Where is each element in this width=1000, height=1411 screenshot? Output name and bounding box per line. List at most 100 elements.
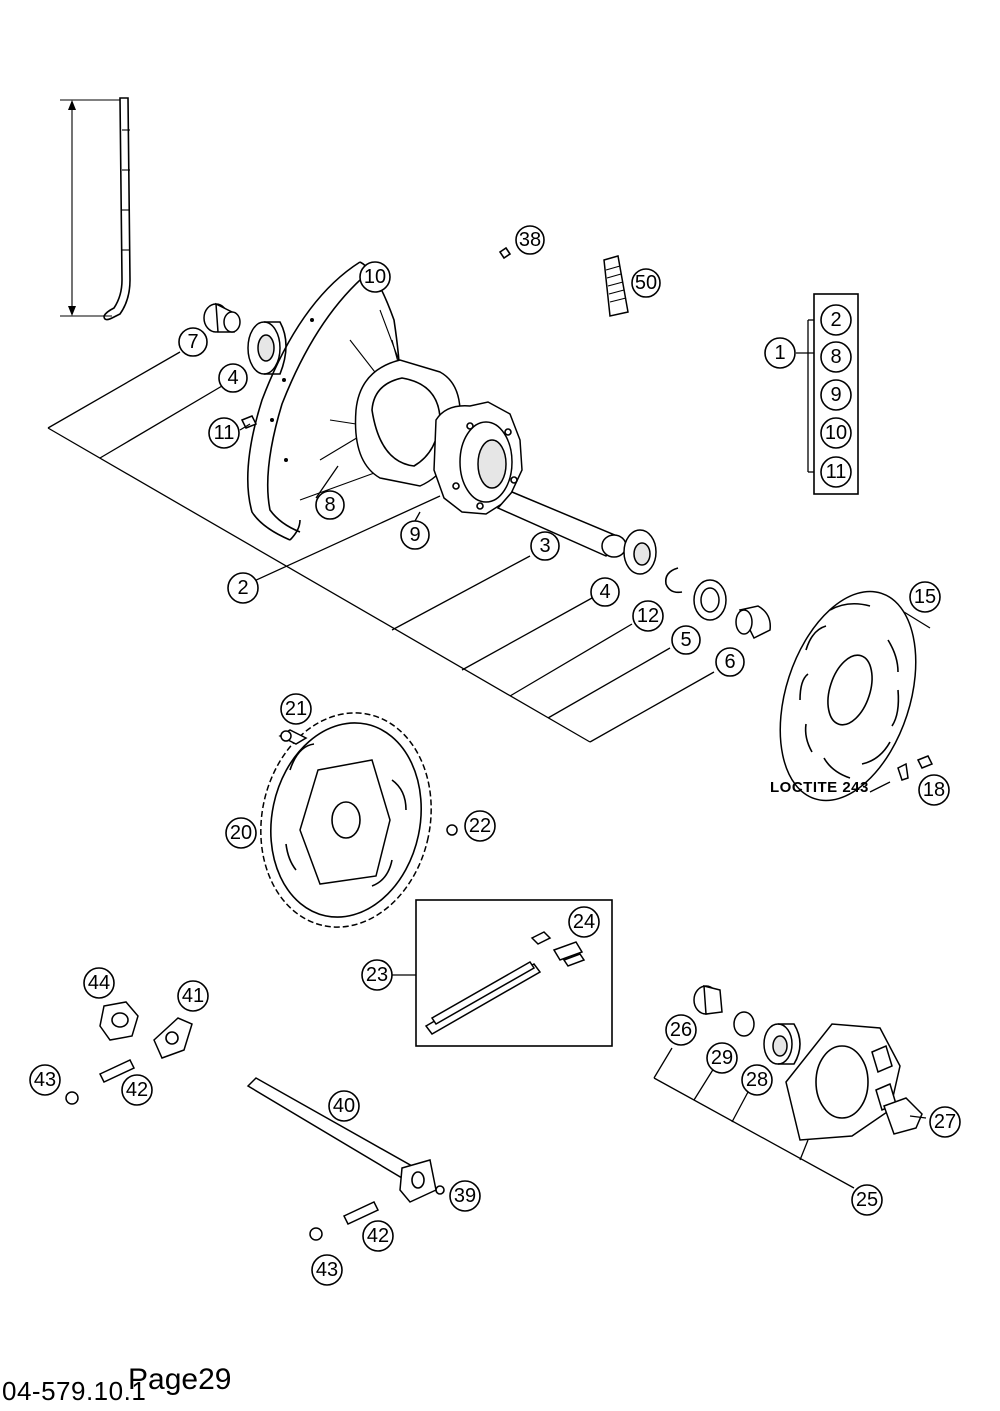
callout-27: 27 [929,1106,961,1138]
svg-text:42: 42 [126,1079,148,1101]
svg-text:8: 8 [830,346,841,368]
circlip-part [664,567,683,594]
svg-text:12: 12 [637,605,659,627]
washer-part [435,1185,445,1195]
chain-box [392,899,613,1047]
damper-bushing-part [693,985,723,1015]
svg-text:50: 50 [635,272,657,294]
locknut-part-lower [309,1227,323,1241]
svg-text:11: 11 [214,422,235,444]
axle-part [246,1077,437,1203]
svg-text:18: 18 [923,779,945,801]
callout-9-kit: 9 [820,379,852,411]
svg-text:39: 39 [454,1185,476,1207]
axle-spacer-part [496,491,627,558]
callout-4-top: 4 [218,363,248,393]
svg-text:8: 8 [324,494,335,516]
callout-12: 12 [632,600,664,632]
drawing-code: 04-579.10.1 [2,1376,147,1406]
svg-text:22: 22 [469,815,491,837]
adjuster-screw-part-lower [342,1201,380,1225]
damper-seal-part [733,1011,755,1037]
tensioner-plate-part [153,1017,193,1059]
sprocket-bolt-part [278,729,308,745]
svg-text:10: 10 [364,266,386,288]
svg-text:23: 23 [366,964,388,986]
callout-1-kit: 1 [764,337,796,369]
callout-29: 29 [706,1042,738,1074]
spacer-part [735,605,771,640]
callout-10-rim: 10 [359,261,391,293]
callout-7: 7 [178,327,208,357]
svg-text:20: 20 [230,822,252,844]
rim-assembly [246,261,523,541]
bolt-part [240,415,258,429]
svg-text:24: 24 [573,911,595,933]
sprocket-part [260,712,432,928]
callout-10-kit: 10 [820,417,852,449]
callout-41: 41 [177,980,209,1012]
callout-44: 44 [83,967,115,999]
callout-8-kit: 8 [820,341,852,373]
callout-2-top: 2 [227,572,259,604]
svg-text:25: 25 [856,1189,878,1211]
callout-2-kit: 2 [820,304,852,336]
damper-leader-lines [653,1047,927,1189]
callout-8-top: 8 [315,490,345,520]
callout-43-upper: 43 [29,1064,61,1096]
callout-11-kit: 11 [820,456,852,488]
svg-text:43: 43 [316,1259,338,1281]
svg-text:26: 26 [670,1019,692,1041]
callout-20: 20 [225,817,257,849]
brake-disc-part [779,590,931,802]
locknut-part-upper [65,1091,79,1105]
svg-text:43: 43 [34,1069,56,1091]
callout-6: 6 [715,647,745,677]
callout-11-top: 11 [208,417,240,449]
bearing-part-lower [623,529,657,575]
svg-text:29: 29 [711,1047,733,1069]
svg-text:40: 40 [333,1095,355,1117]
kit-box [796,293,859,495]
svg-text:6: 6 [724,651,735,673]
callout-9-top: 9 [400,520,430,550]
callout-15: 15 [909,581,941,613]
callout-42-lower: 42 [362,1220,394,1252]
svg-text:15: 15 [914,586,936,608]
damper-bearing-part [763,1023,801,1065]
callout-39: 39 [449,1180,481,1212]
callout-22: 22 [464,810,496,842]
svg-text:4: 4 [227,367,238,389]
damper-hub-part [785,1023,901,1141]
bushing-part-top [203,302,241,333]
valve-cap-part [603,255,629,317]
callout-42-upper: 42 [121,1074,153,1106]
svg-text:28: 28 [746,1069,768,1091]
adjuster-nut-part [99,1001,139,1041]
callout-21: 21 [280,693,312,725]
callout-3: 3 [530,531,560,561]
callout-43-lower: 43 [311,1254,343,1286]
callout-4-lower: 4 [590,577,620,607]
svg-text:2: 2 [830,309,841,331]
svg-text:27: 27 [934,1111,956,1133]
callout-40: 40 [328,1090,360,1122]
damper-rubber-part [883,1097,923,1135]
svg-text:11: 11 [826,461,847,483]
svg-text:3: 3 [539,535,550,557]
svg-text:38: 38 [519,229,541,251]
callout-5: 5 [671,625,701,655]
svg-text:9: 9 [830,384,841,406]
svg-text:1: 1 [774,342,785,364]
svg-text:10: 10 [825,422,847,444]
disc-bolt-part [869,755,934,793]
svg-text:5: 5 [680,629,691,651]
svg-text:7: 7 [187,331,198,353]
page-number: Page29 [128,1363,232,1396]
svg-text:44: 44 [88,972,110,994]
bearing-part-top [247,321,287,375]
nipple-part [498,246,512,260]
svg-text:9: 9 [409,524,420,546]
callout-23: 23 [361,959,393,991]
